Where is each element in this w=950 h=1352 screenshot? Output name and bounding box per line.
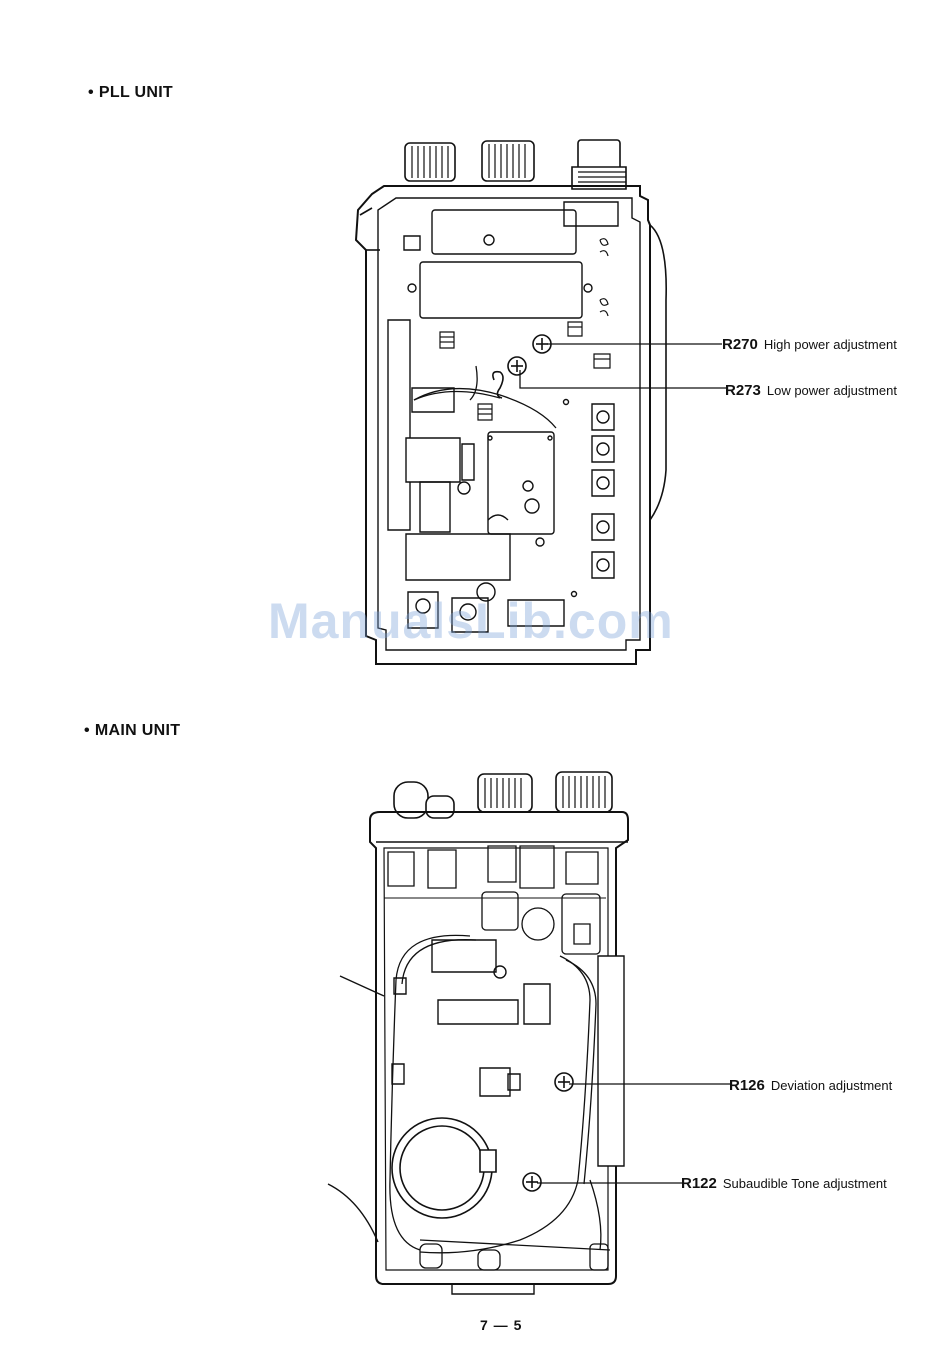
- callout-r126: R126 Deviation adjustment: [729, 1077, 892, 1094]
- r270-ref: R270: [722, 336, 758, 353]
- main-wires: [390, 935, 610, 1270]
- page-number: 7 — 5: [480, 1317, 522, 1333]
- r270-text: High power adjustment: [764, 337, 897, 352]
- main-trimmers: [523, 1073, 573, 1191]
- r122-ref: R122: [681, 1175, 717, 1192]
- r126-ref: R126: [729, 1077, 765, 1094]
- r122-text: Subaudible Tone adjustment: [723, 1176, 887, 1191]
- callout-r273: R273 Low power adjustment: [725, 382, 897, 399]
- watermark: ManualsLib.com: [268, 592, 674, 650]
- callout-r122: R122 Subaudible Tone adjustment: [681, 1175, 887, 1192]
- r126-text: Deviation adjustment: [771, 1078, 892, 1093]
- r273-ref: R273: [725, 382, 761, 399]
- main-top-parts: [384, 846, 606, 954]
- main-speaker: [392, 1118, 496, 1218]
- r273-text: Low power adjustment: [767, 383, 897, 398]
- main-leader-lines: [537, 1084, 730, 1183]
- callout-r270: R270 High power adjustment: [722, 336, 897, 353]
